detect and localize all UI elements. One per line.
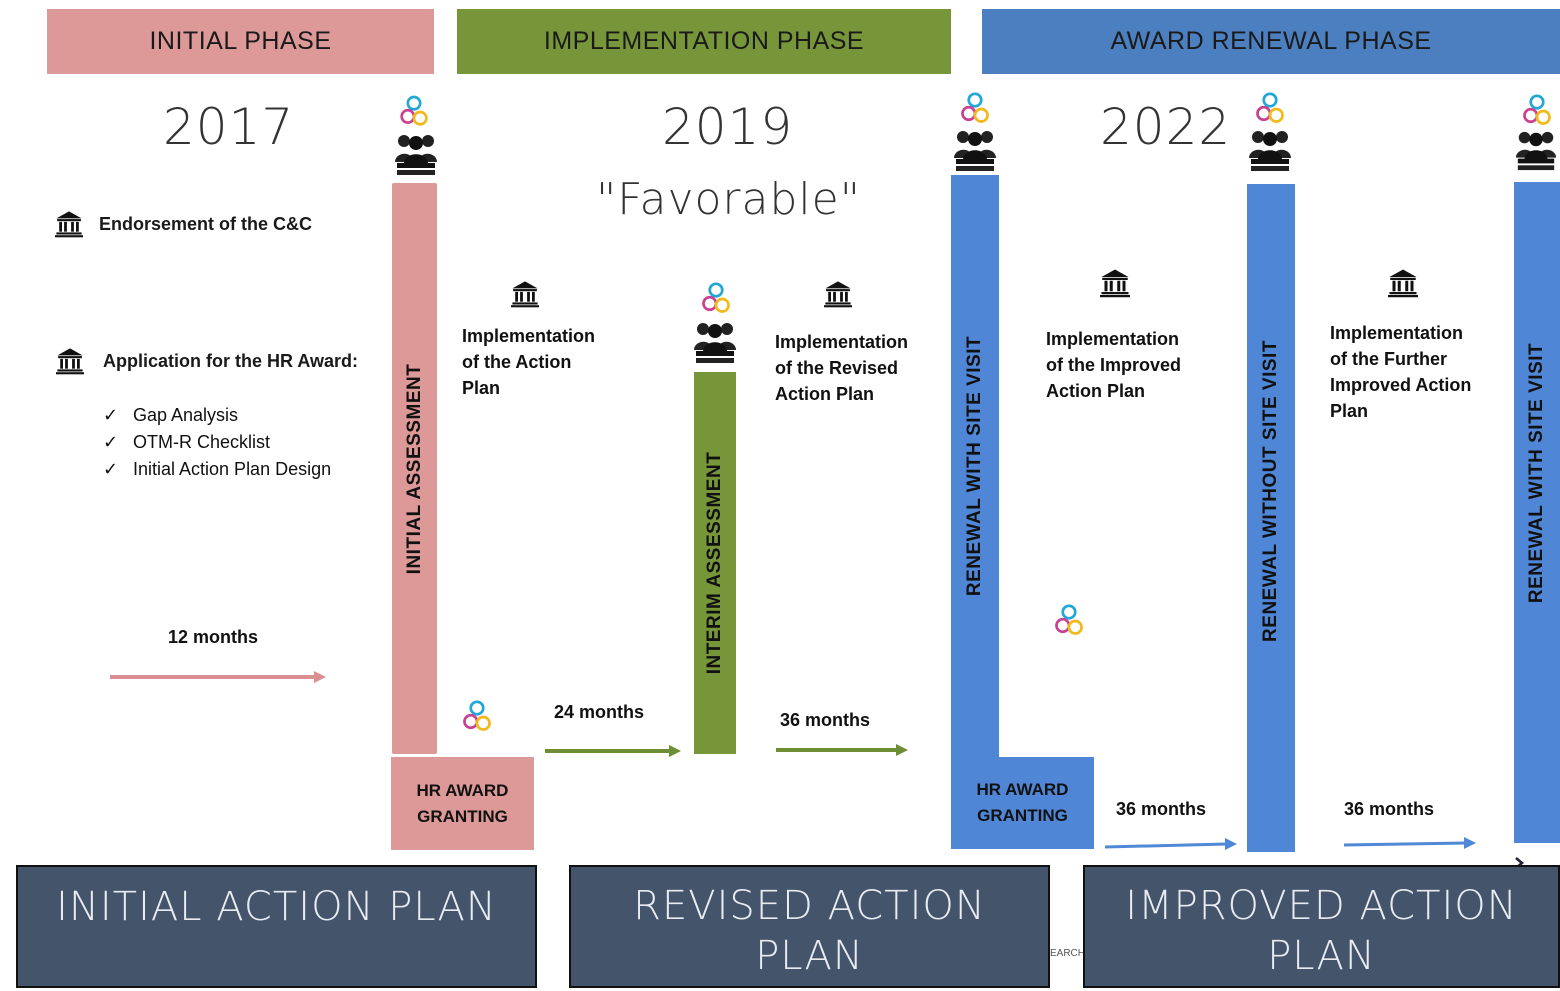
- checklist-item: ✓OTM-R Checklist: [103, 429, 331, 456]
- arrow-24-months: [545, 745, 681, 757]
- arrow-36-months-1: [776, 744, 908, 756]
- implementation-improved-plan-text: Implementation of the Improved Action Pl…: [1046, 329, 1182, 401]
- implementation-phase-header: IMPLEMENTATION PHASE: [457, 9, 951, 74]
- assessors-panel-icon: [954, 131, 996, 171]
- renewal-site-visit-label-2: RENEWAL WITH SITE VISIT: [1526, 342, 1547, 603]
- renewal-phase-label: AWARD RENEWAL PHASE: [1110, 27, 1432, 55]
- hr-award-logo-icon: [1054, 604, 1084, 636]
- bank-building-icon: [1388, 269, 1418, 298]
- check-icon: ✓: [103, 459, 119, 479]
- implementation-action-plan-text: Implementation of the Action Plan: [462, 326, 596, 398]
- bank-building-icon: [1100, 269, 1130, 298]
- initial-assessment-label: INITIAL ASSESSMENT: [403, 363, 425, 574]
- duration-24-months: 24 months: [554, 702, 645, 722]
- duration-36-months-3: 36 months: [1344, 799, 1435, 819]
- checklist-item: ✓Initial Action Plan Design: [103, 456, 331, 483]
- bank-building-icon: [824, 281, 852, 308]
- duration-36-months-1: 36 months: [780, 710, 871, 730]
- interim-assessment-label: INTERIM ASSESSMENT: [704, 451, 725, 675]
- checklist-item: ✓Gap Analysis: [103, 402, 331, 429]
- check-icon: ✓: [103, 432, 119, 452]
- check-icon: ✓: [103, 405, 119, 425]
- assessors-panel-icon: [694, 323, 736, 363]
- bank-building-icon: [56, 348, 84, 375]
- renewal-site-visit-bar-1: RENEWAL WITH SITE VISIT: [951, 175, 999, 757]
- initial-action-plan-box: INITIAL ACTION PLAN: [16, 865, 537, 988]
- favorable-label: "Favorable": [596, 174, 861, 225]
- application-text: Application for the HR Award:: [103, 351, 359, 371]
- arrow-36-months-3: [1343, 837, 1476, 849]
- revised-action-plan-box: REVISED ACTION PLAN: [569, 865, 1050, 988]
- renewal-site-visit-bar-2: RENEWAL WITH SITE VISIT: [1514, 182, 1560, 843]
- hr-award-logo-icon: [960, 92, 990, 124]
- hr-award-logo-icon: [1522, 94, 1552, 126]
- bank-building-icon: [511, 281, 539, 308]
- initial-phase-label: INITIAL PHASE: [149, 27, 332, 55]
- arrow-12-months: [110, 671, 326, 683]
- renewal-without-site-visit-bar: RENEWAL WITHOUT SITE VISIT: [1247, 184, 1295, 852]
- hr-award-logo-icon: [462, 700, 492, 732]
- hr-award-logo-icon: [400, 95, 428, 126]
- implementation-revised-plan-text: Implementation of the Revised Action Pla…: [775, 332, 909, 404]
- duration-36-months-2: 36 months: [1116, 799, 1207, 819]
- arrow-36-months-2: [1104, 838, 1237, 850]
- interim-assessment-bar: INTERIM ASSESSMENT: [694, 372, 736, 754]
- application-checklist: ✓Gap Analysis ✓OTM-R Checklist ✓Initial …: [103, 402, 331, 483]
- year-2022: 2022: [1100, 98, 1232, 156]
- implementation-phase-label: IMPLEMENTATION PHASE: [543, 27, 865, 55]
- duration-12-months: 12 months: [168, 627, 259, 647]
- improved-action-plan-box: IMPROVED ACTION PLAN: [1083, 865, 1560, 988]
- assessors-panel-icon: [395, 135, 437, 175]
- hr-award-logo-icon: [1255, 92, 1285, 124]
- implementation-further-plan-text: Implementation of the Further Improved A…: [1330, 323, 1472, 421]
- initial-phase-header: INITIAL PHASE: [47, 9, 434, 74]
- renewal-phase-header: AWARD RENEWAL PHASE: [982, 9, 1560, 74]
- year-2019: 2019: [662, 98, 794, 156]
- endorsement-text: Endorsement of the C&C: [99, 214, 313, 234]
- assessors-panel-icon: [1249, 131, 1291, 171]
- renewal-without-site-visit-label: RENEWAL WITHOUT SITE VISIT: [1260, 340, 1281, 643]
- renewal-site-visit-label-1: RENEWAL WITH SITE VISIT: [964, 335, 985, 597]
- year-2017: 2017: [163, 98, 295, 156]
- stray-text: EARCH: [1050, 948, 1086, 959]
- hr-award-logo-icon: [701, 282, 731, 314]
- assessors-panel-icon: [1515, 131, 1557, 171]
- bank-building-icon: [55, 211, 83, 238]
- initial-assessment-bar: INITIAL ASSESSMENT: [392, 183, 437, 754]
